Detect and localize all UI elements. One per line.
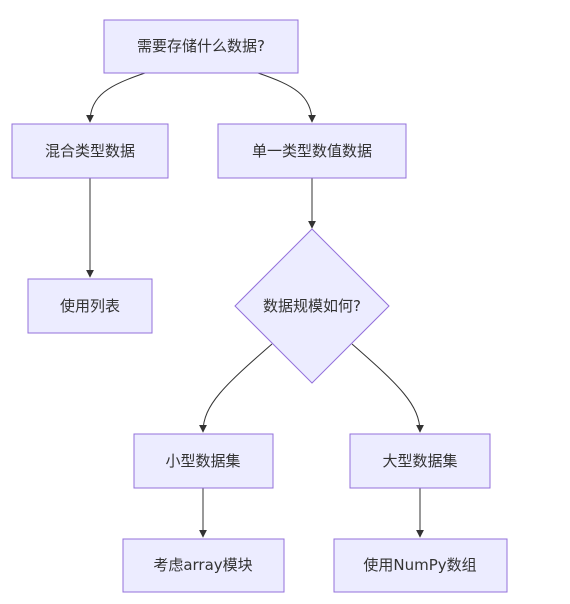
node-large-dataset: 大型数据集: [349, 433, 491, 489]
node-single-numeric-label: 单一类型数值数据: [252, 142, 372, 160]
node-start: 需要存储什么数据?: [103, 19, 299, 74]
edge-size-question-to-large: [351, 343, 424, 433]
edge-start-to-single: [257, 72, 316, 123]
edge-size-question-to-small: [199, 343, 273, 433]
node-array-module: 考虑array模块: [122, 538, 285, 593]
node-size-question-label: 数据规模如何?: [263, 297, 361, 315]
node-start-label: 需要存储什么数据?: [137, 37, 265, 55]
edge-start-to-mixed: [86, 72, 146, 123]
node-small-dataset-label: 小型数据集: [165, 452, 240, 470]
node-use-list-label: 使用列表: [60, 297, 120, 315]
node-large-dataset-label: 大型数据集: [382, 452, 457, 470]
node-numpy-array-label: 使用NumPy数组: [363, 556, 476, 574]
node-small-dataset: 小型数据集: [133, 433, 274, 489]
node-array-module-label: 考虑array模块: [153, 556, 252, 574]
node-numpy-array: 使用NumPy数组: [333, 538, 508, 593]
node-use-list: 使用列表: [27, 278, 153, 334]
node-mixed-types: 混合类型数据: [11, 123, 169, 179]
node-single-numeric: 单一类型数值数据: [217, 123, 407, 179]
node-size-question: 数据规模如何?: [234, 228, 390, 384]
node-mixed-types-label: 混合类型数据: [45, 142, 135, 160]
